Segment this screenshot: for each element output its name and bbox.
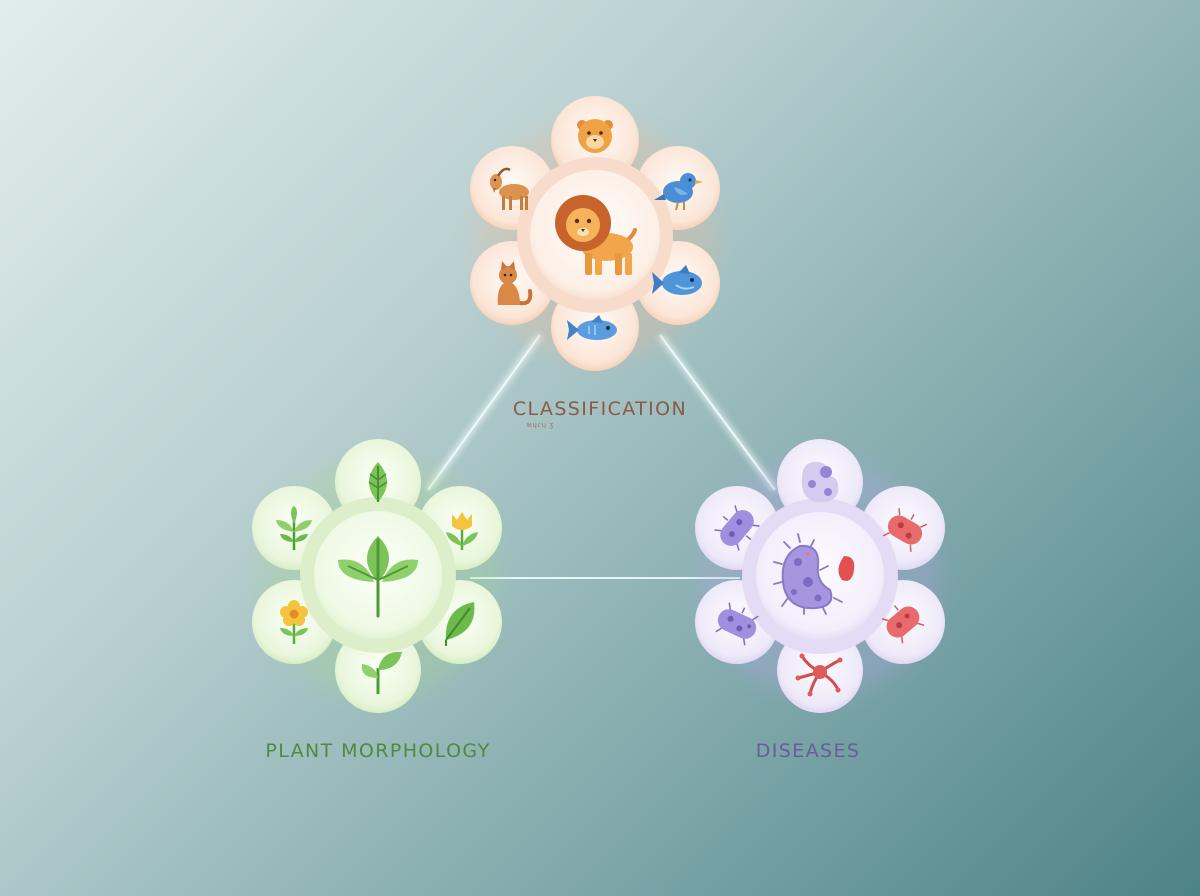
classification-cluster [470, 96, 720, 371]
sprout-icon [361, 651, 402, 694]
leaf-icon [445, 602, 475, 646]
plant-morphology-cluster [252, 439, 502, 713]
bacterium-icon [882, 508, 928, 552]
classification-label: CLASSIFICATION [512, 398, 688, 420]
diseases-label: DISEASES [755, 740, 861, 762]
seedling-icon [276, 506, 312, 550]
bacterium-icon [715, 602, 759, 646]
virus-icon [795, 653, 843, 697]
tulip-icon [446, 512, 478, 550]
bird-icon [654, 173, 703, 211]
plant-morphology-label: PLANT MORPHOLOGY [265, 740, 491, 762]
bacteria-cell-icon [773, 533, 855, 615]
lion-icon [555, 195, 637, 275]
bacterium-icon [881, 605, 925, 644]
diseases-cluster [695, 439, 945, 713]
bacterium-icon [714, 505, 760, 551]
classification-sublabel: ʍɥɾɥ ʒ [526, 421, 554, 429]
goat-icon [490, 167, 529, 210]
flower-icon [280, 600, 308, 644]
fish-icon [567, 315, 617, 340]
connector-lines [425, 332, 778, 582]
large-leaf-icon [338, 536, 418, 618]
leaf-icon [368, 462, 388, 502]
cat-icon [497, 261, 533, 306]
fish-icon [652, 265, 702, 295]
cell-icon [801, 462, 839, 503]
lion-cub-icon [577, 119, 613, 153]
